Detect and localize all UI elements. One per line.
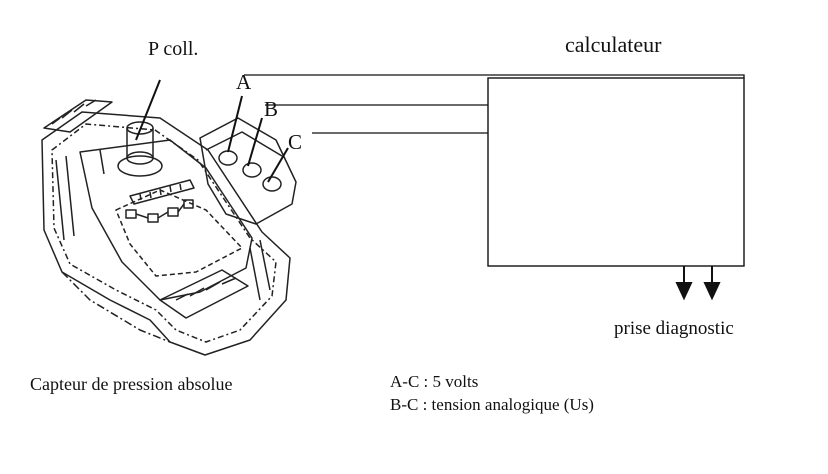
leader-a [227, 95, 243, 153]
leader-c [267, 147, 289, 183]
legend-bc: B-C : tension analogique (Us) [390, 395, 594, 414]
arrow-down-icon [675, 282, 693, 301]
diagnostic-arrows [675, 266, 721, 301]
label-pin-c: C [288, 130, 303, 154]
leader-pcoll [135, 79, 161, 141]
sensor-caption: Capteur de pression absolue [30, 374, 233, 394]
label-diag-socket: prise diagnostic [614, 318, 734, 339]
label-pressure-port: P coll. [148, 38, 199, 60]
leader-lines [135, 79, 289, 183]
arrow-down-icon [703, 282, 721, 301]
pressure-sensor-drawing [41, 99, 297, 356]
label-pin-b: B [264, 97, 279, 121]
wire-a [244, 74, 745, 78]
wires [244, 74, 745, 134]
leader-b [247, 117, 263, 167]
label-ecu: calculateur [565, 32, 662, 57]
label-pin-a: A [236, 70, 252, 94]
legend-ac: A-C : 5 volts [390, 372, 479, 391]
ecu-box [487, 77, 745, 267]
